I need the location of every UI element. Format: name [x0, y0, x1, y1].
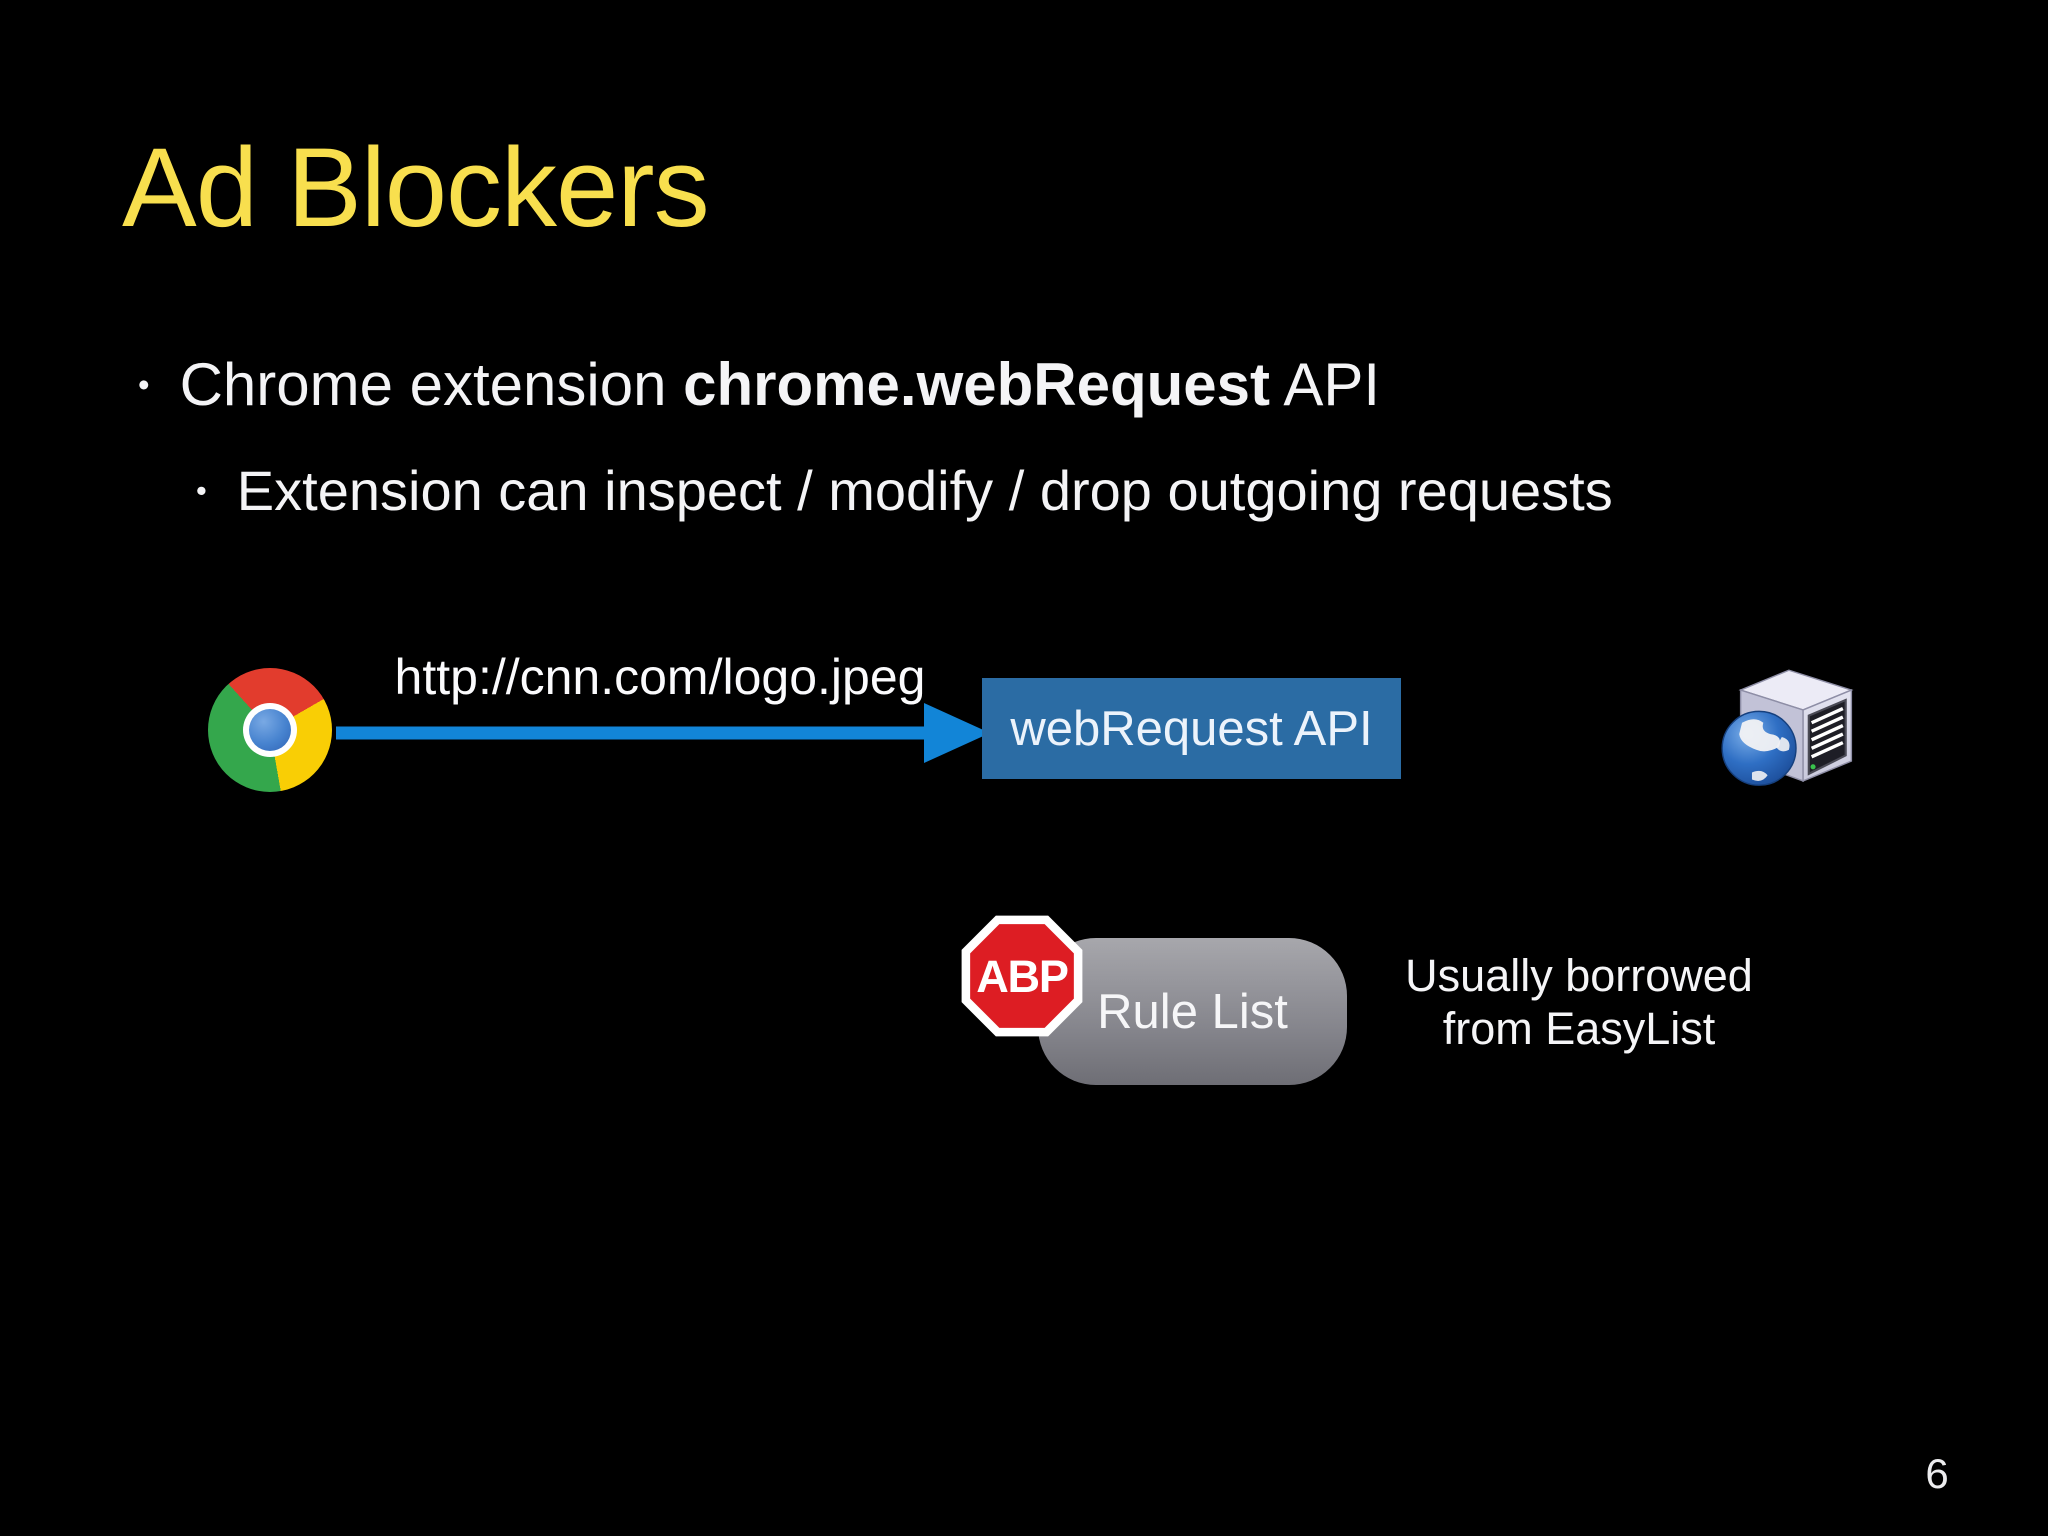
rule-list-label: Rule List [1097, 984, 1288, 1039]
web-server-icon [1721, 669, 1854, 786]
easylist-note-line1: Usually borrowed [1405, 950, 1753, 1001]
slide-title: Ad Blockers [122, 125, 710, 250]
bullet-text: Chrome extension chrome.webRequest API [179, 351, 1381, 418]
bullet-item-extension-capabilities: • Extension can inspect / modify / drop … [196, 458, 1613, 523]
rule-list-box: Rule List [1038, 938, 1347, 1085]
bullet-marker: • [138, 365, 150, 403]
page-number: 6 [1925, 1450, 1949, 1497]
bullet-text: Extension can inspect / modify / drop ou… [236, 459, 1613, 522]
abp-stop-sign-icon: ABP [961, 915, 1083, 1037]
bullet-item-chrome-extension: • Chrome extension chrome.webRequest API [138, 350, 1380, 419]
abp-badge-label: ABP [976, 951, 1068, 1002]
webrequest-api-label: webRequest API [1010, 701, 1373, 756]
easylist-note: Usually borrowed from EasyList [1372, 950, 1786, 1055]
bullet-marker: • [196, 472, 207, 508]
easylist-note-line2: from EasyList [1442, 1002, 1716, 1054]
request-url-label: http://cnn.com/logo.jpeg [394, 649, 926, 705]
webrequest-api-box: webRequest API [982, 678, 1401, 779]
chrome-browser-icon [208, 668, 332, 792]
request-arrow-icon [336, 703, 990, 763]
